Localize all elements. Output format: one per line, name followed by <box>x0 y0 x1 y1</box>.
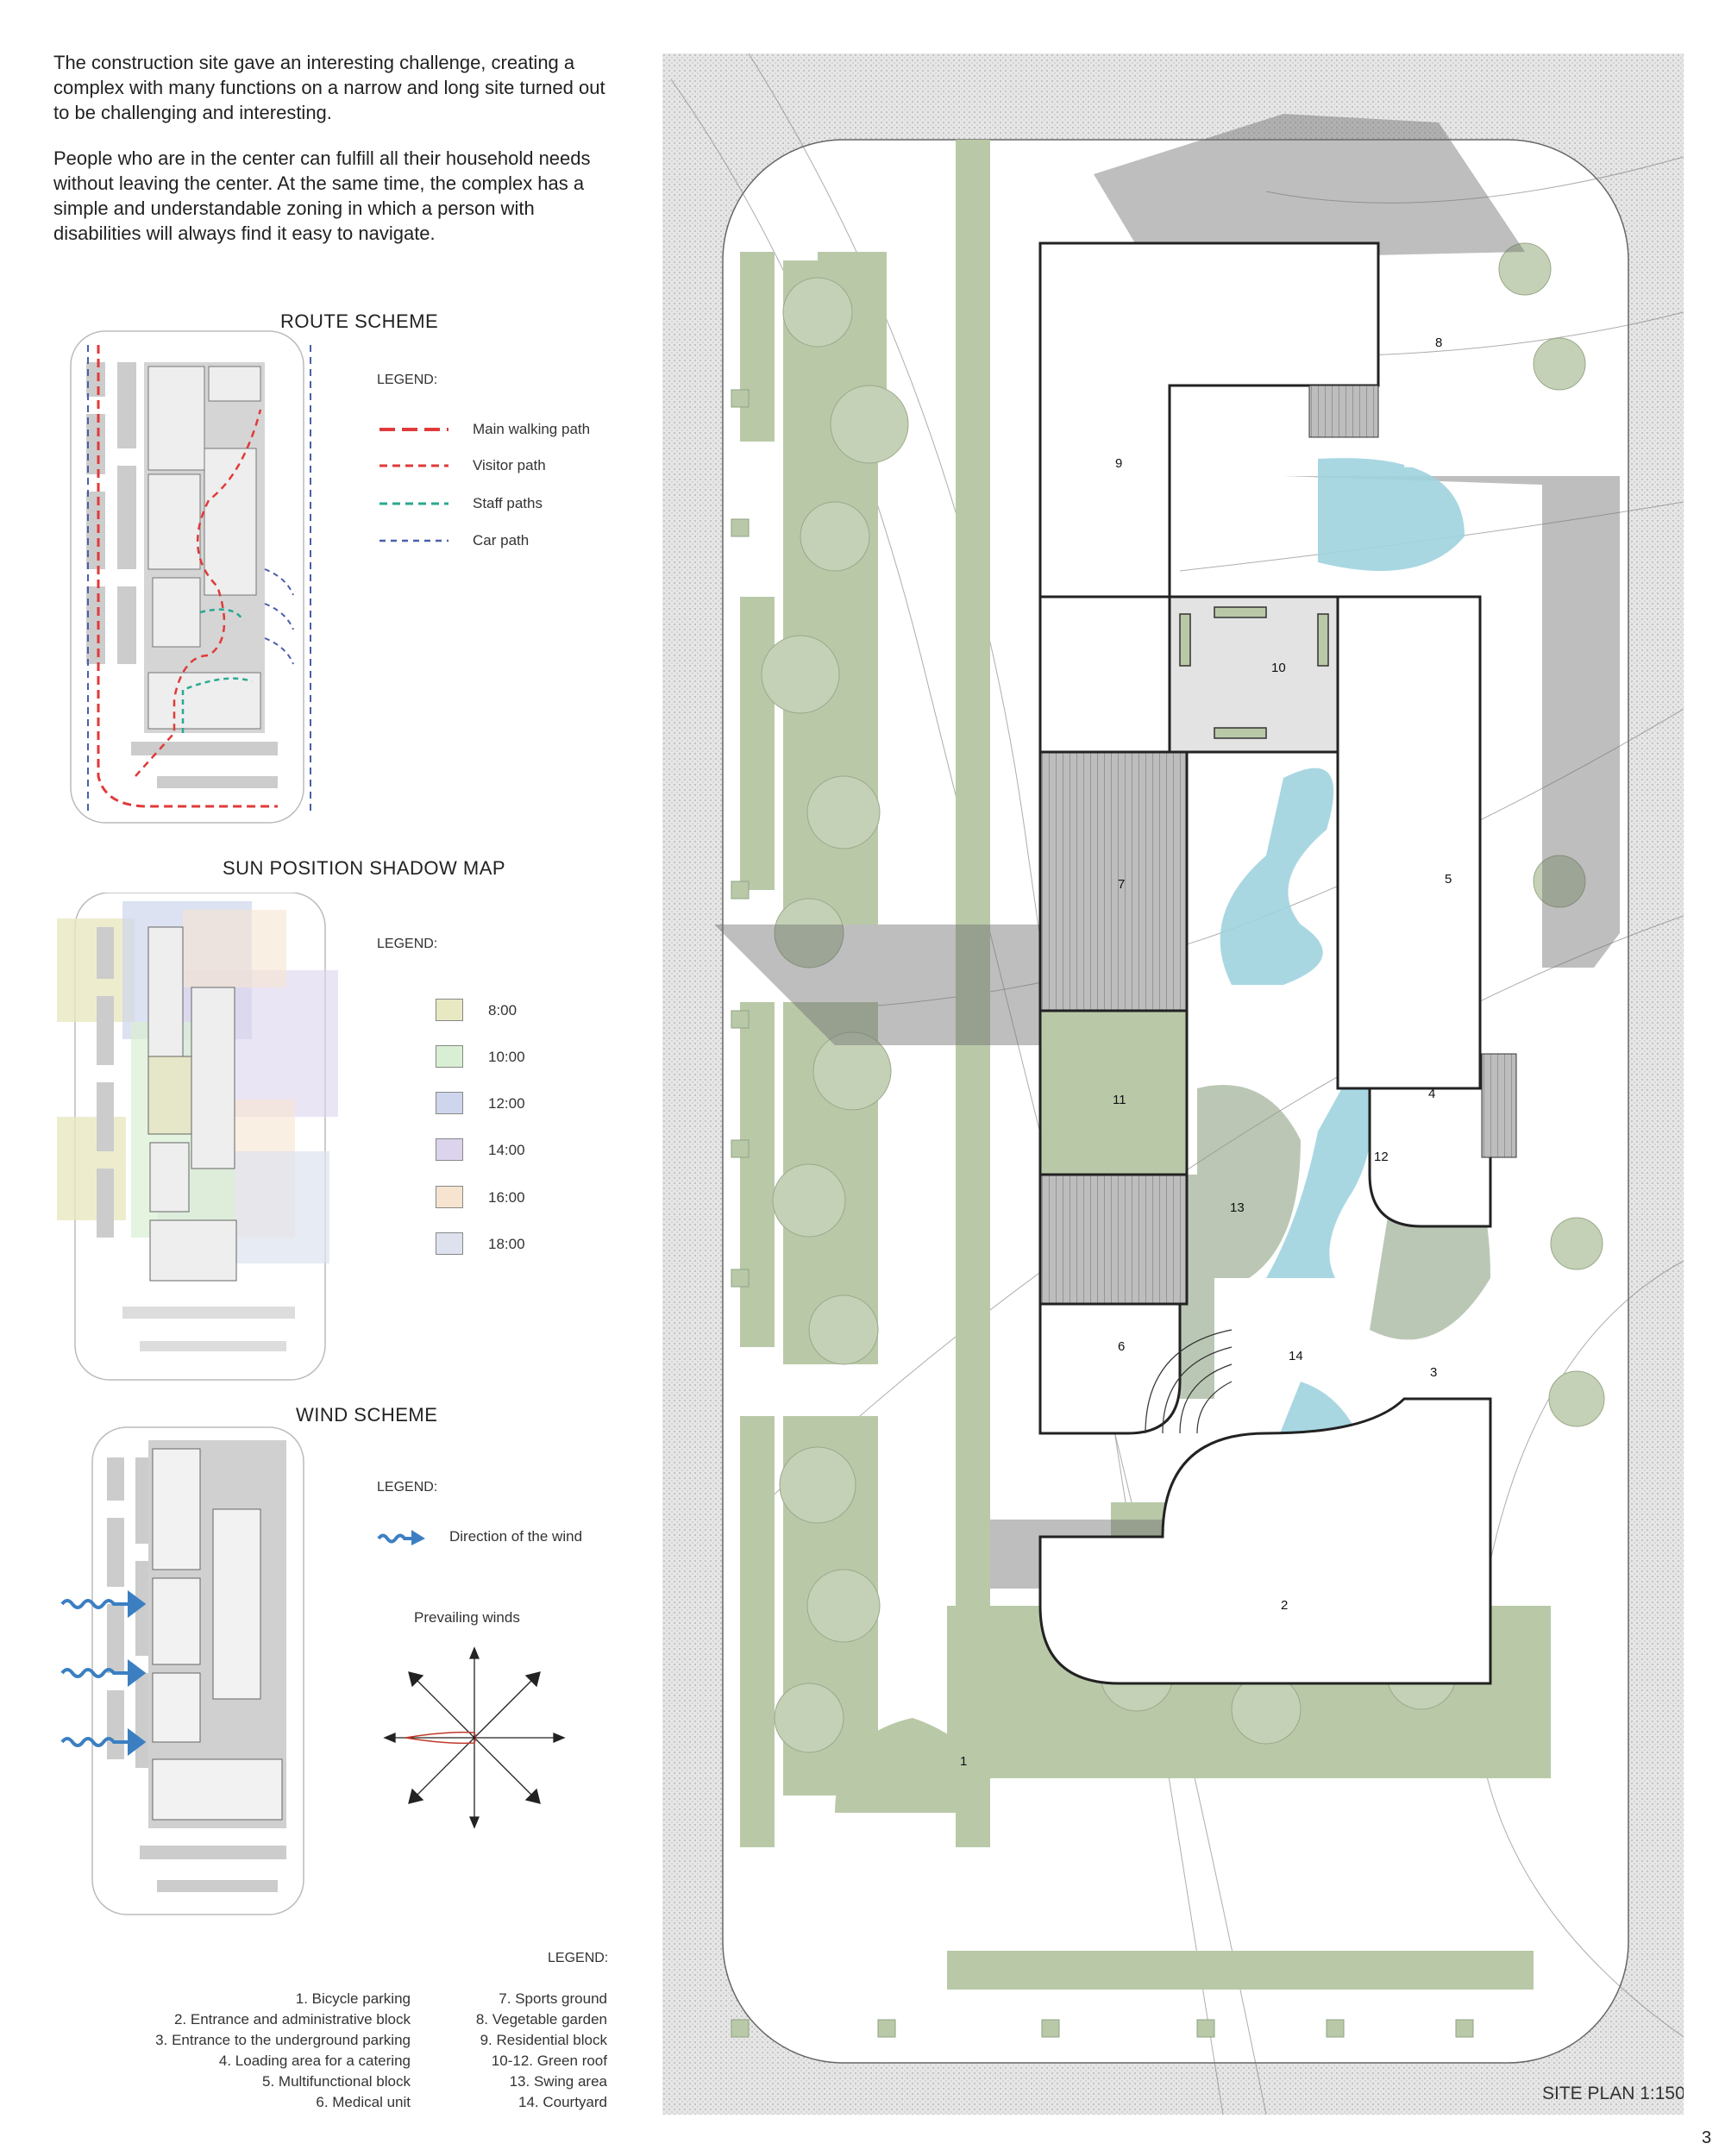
swatch-10 <box>436 1045 463 1068</box>
zone-numbers: 9 8 10 5 7 11 4 12 13 6 14 3 2 1 <box>960 335 1452 1769</box>
wind-arrows <box>60 1590 147 1756</box>
sun-shadow-map <box>57 893 338 1381</box>
zone-12: 12 <box>1374 1150 1389 1164</box>
vegetable-garden <box>1404 364 1494 467</box>
multifunctional-block <box>1336 595 1482 1090</box>
swatch-8 <box>436 999 463 1021</box>
wind-legend-title: LEGEND: <box>377 1480 438 1495</box>
zone-8: 8 <box>1435 335 1442 350</box>
legend-item-2: 2. Entrance and administrative block <box>173 2011 411 2028</box>
sun-legend-18: 18:00 <box>488 1236 525 1252</box>
sun-legend-title: LEGEND: <box>377 937 438 951</box>
stairs-east <box>1481 1053 1517 1158</box>
sports-ground <box>1038 750 1189 1012</box>
legend-item-3: 3. Entrance to the underground parking <box>155 2032 411 2048</box>
zone-6: 6 <box>1118 1339 1125 1354</box>
blocks-legend-title: LEGEND: <box>548 1951 609 1965</box>
building-shadows <box>714 114 1620 1589</box>
swatch-14 <box>436 1138 463 1161</box>
legend-item-1: 1. Bicycle parking <box>295 1990 411 2007</box>
zone-1: 1 <box>960 1754 967 1769</box>
intro-text: The construction site gave an interestin… <box>53 50 614 266</box>
residential-block-south <box>1038 595 1173 754</box>
zone-4: 4 <box>1428 1087 1435 1101</box>
route-legend-car: Car path <box>473 532 530 548</box>
green-roof-11 <box>1038 1009 1189 1176</box>
intro-paragraph-2: People who are in the center can fulfill… <box>53 147 591 244</box>
route-scheme-title: ROUTE SCHEME <box>280 310 439 332</box>
sun-map-title: SUN POSITION SHADOW MAP <box>223 857 506 879</box>
green-roof-benches <box>1179 606 1329 739</box>
site-plan: 9 8 10 5 7 11 4 12 13 6 14 3 2 1 SITE PL… <box>662 53 1684 2115</box>
sun-legend-14: 14:00 <box>488 1142 525 1158</box>
swatch-18 <box>436 1232 463 1255</box>
legend-item-4: 4. Loading area for a catering <box>218 2053 411 2069</box>
route-legend-main-walking: Main walking path <box>473 421 591 437</box>
zone-7: 7 <box>1118 877 1125 892</box>
legend-item-14: 14. Courtyard <box>518 2094 607 2110</box>
legend-item-6: 6. Medical unit <box>316 2094 411 2110</box>
route-legend-lines <box>380 428 448 542</box>
legend-item-10-12: 10-12. Green roof <box>491 2053 607 2069</box>
buildings <box>1038 241 1492 1685</box>
zone-2: 2 <box>1281 1598 1288 1613</box>
sun-legend-16: 16:00 <box>488 1189 525 1206</box>
legend-item-13: 13. Swing area <box>509 2073 607 2090</box>
zone-11: 11 <box>1113 1093 1126 1107</box>
site-plan-title: SITE PLAN 1:150 <box>1542 2084 1684 2103</box>
zone-9: 9 <box>1115 456 1122 471</box>
route-legend-title: LEGEND: <box>377 373 438 387</box>
legend-item-9: 9. Residential block <box>480 2032 607 2048</box>
wind-scheme-title: WIND SCHEME <box>296 1404 438 1426</box>
intro-paragraph-1: The construction site gave an interestin… <box>53 52 605 123</box>
sun-legend-8: 8:00 <box>488 1002 518 1018</box>
amphitheatre <box>1145 1329 1233 1434</box>
wind-direction-icon <box>377 1530 425 1545</box>
legend-item-8: 8. Vegetable garden <box>475 2011 607 2028</box>
medical-unit <box>1038 1302 1182 1435</box>
sun-legend-12: 12:00 <box>488 1095 525 1112</box>
zone-5: 5 <box>1445 872 1452 887</box>
wind-direction-label: Direction of the wind <box>449 1528 583 1545</box>
wind-scheme-map <box>60 1426 304 1915</box>
stairs-north <box>1308 385 1379 438</box>
legend-item-7: 7. Sports ground <box>499 1990 607 2007</box>
route-legend-staff: Staff paths <box>473 495 543 511</box>
zone-13: 13 <box>1230 1200 1245 1215</box>
bicycle-parking <box>731 389 1474 2038</box>
courtyard-water <box>1220 458 1465 1468</box>
administrative-block <box>1038 1397 1492 1685</box>
trees <box>761 242 1605 1753</box>
zone-14: 14 <box>1289 1349 1303 1363</box>
prevailing-winds-label: Prevailing winds <box>414 1609 520 1626</box>
legend-item-5: 5. Multifunctional block <box>262 2073 411 2090</box>
page-number: 3 <box>1702 2128 1712 2147</box>
sun-legend-10: 10:00 <box>488 1049 525 1065</box>
swatch-12 <box>436 1092 463 1114</box>
route-scheme-map <box>70 330 311 824</box>
stair-block <box>1038 1173 1189 1306</box>
zone-10: 10 <box>1271 661 1286 675</box>
zone-3: 3 <box>1430 1365 1437 1380</box>
green-roof-12 <box>1368 1087 1492 1228</box>
route-legend-visitor: Visitor path <box>473 457 546 473</box>
wind-rose-icon <box>383 1646 566 1829</box>
swatch-16 <box>436 1186 463 1208</box>
green-roof-10 <box>1168 595 1339 754</box>
